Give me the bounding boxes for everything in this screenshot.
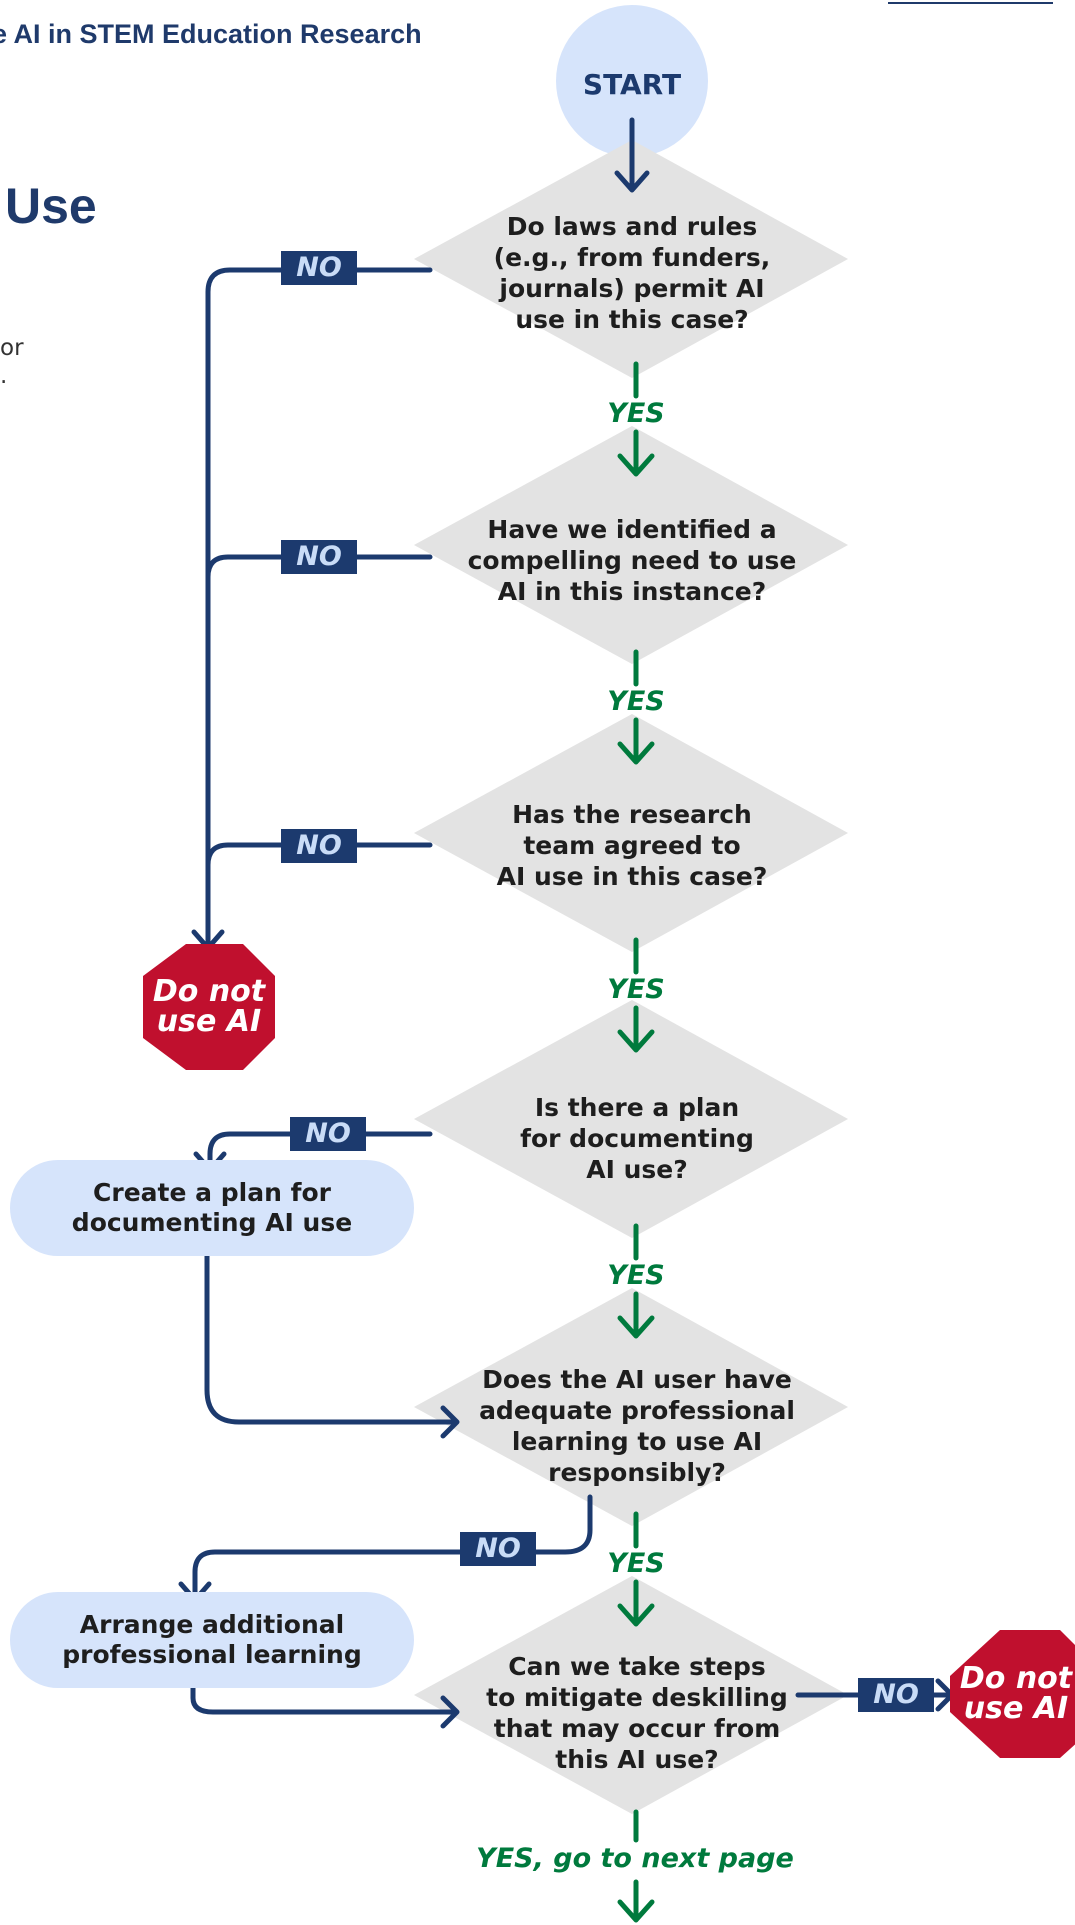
stop-sign-left-text: Do not use AI — [148, 977, 270, 1037]
yes-next-page-label: YES, go to next page — [476, 1843, 794, 1874]
decision-diamond-1 — [414, 140, 848, 378]
question-1-line-4: use in this case? — [515, 305, 749, 334]
no-label-3: NO — [281, 829, 357, 863]
question-3-line-3: AI use in this case? — [496, 862, 768, 891]
question-1-line-1: Do laws and rules — [506, 212, 758, 241]
page-title: Use — [5, 178, 97, 234]
decision-diamond-3 — [414, 714, 848, 952]
stop-sign-right — [950, 1630, 1075, 1758]
question-6: Can we take steps to mitigate deskilling… — [460, 1651, 814, 1775]
stop-left-line-1: Do not — [152, 974, 266, 1009]
side-text-line-2: . — [0, 363, 8, 389]
question-4-line-1: Is there a plan — [534, 1093, 740, 1122]
stop-sign-right-text: Do not use AI — [956, 1664, 1075, 1724]
question-5-line-3: learning to use AI — [511, 1427, 763, 1456]
action-box-1-line-2: documenting AI use — [71, 1208, 353, 1237]
question-3-line-1: Has the research — [512, 800, 752, 829]
top-link-underline — [888, 0, 1053, 4]
start-node — [556, 5, 708, 157]
no-label-1: NO — [281, 251, 357, 285]
question-6-line-2: to mitigate deskilling — [486, 1683, 788, 1712]
action-box-create-plan: Create a plan for documenting AI use — [10, 1160, 414, 1256]
stop-right-line-2: use AI — [963, 1691, 1069, 1726]
no-label-5: NO — [460, 1532, 536, 1566]
stop-right-line-1: Do not — [959, 1661, 1073, 1696]
action-box-2-line-1: Arrange additional — [79, 1610, 345, 1639]
question-5: Does the AI user have adequate professio… — [460, 1364, 814, 1488]
question-1-line-2: (e.g., from funders, — [493, 243, 771, 272]
question-5-line-1: Does the AI user have — [482, 1365, 792, 1394]
question-2-line-2: compelling need to use — [467, 546, 797, 575]
start-arrow — [614, 117, 650, 193]
question-1-line-3: journals) permit AI — [499, 274, 765, 303]
start-label: START — [582, 68, 682, 101]
question-2-line-1: Have we identified a — [487, 515, 777, 544]
stop-sign-left — [143, 944, 275, 1070]
action-box-arrange-learning: Arrange additional professional learning — [10, 1592, 414, 1688]
decision-diamond-6 — [414, 1576, 848, 1814]
question-2: Have we identified a compelling need to … — [450, 514, 814, 607]
question-4: Is there a plan for documenting AI use? — [460, 1092, 814, 1185]
question-5-line-4: responsibly? — [548, 1458, 726, 1487]
yes-arrows — [617, 361, 655, 1923]
no-label-2: NO — [281, 540, 357, 574]
question-6-line-1: Can we take steps — [508, 1652, 766, 1681]
yes-label-5: YES — [607, 1548, 665, 1579]
side-text-line-1: or — [0, 335, 24, 361]
stop-left-line-2: use AI — [156, 1004, 262, 1039]
question-5-line-2: adequate professional — [479, 1396, 795, 1425]
action-box-1-line-1: Create a plan for — [93, 1178, 331, 1207]
no-connectors — [178, 267, 955, 1729]
yes-label-4: YES — [607, 1260, 665, 1291]
decision-diamond-2 — [414, 426, 848, 664]
question-4-line-3: AI use? — [586, 1155, 688, 1184]
page-header-title: e AI in STEM Education Research — [0, 19, 422, 49]
no-label-4: NO — [290, 1117, 366, 1151]
decision-diamond-5 — [414, 1288, 848, 1526]
side-text-fragment: or . — [0, 334, 24, 390]
yes-label-3: YES — [607, 974, 665, 1005]
question-4-line-2: for documenting — [520, 1124, 754, 1153]
no-label-6: NO — [858, 1678, 934, 1712]
question-6-line-3: that may occur from — [493, 1714, 781, 1743]
question-3-line-2: team agreed to — [523, 831, 741, 860]
question-3: Has the research team agreed to AI use i… — [460, 799, 804, 892]
decision-diamond-4 — [414, 1000, 848, 1238]
yes-label-1: YES — [607, 398, 665, 429]
question-6-line-4: this AI use? — [555, 1745, 719, 1774]
action-box-2-line-2: professional learning — [62, 1640, 362, 1669]
question-1: Do laws and rules (e.g., from funders, j… — [460, 211, 804, 335]
question-2-line-3: AI in this instance? — [497, 577, 767, 606]
yes-label-2: YES — [607, 686, 665, 717]
